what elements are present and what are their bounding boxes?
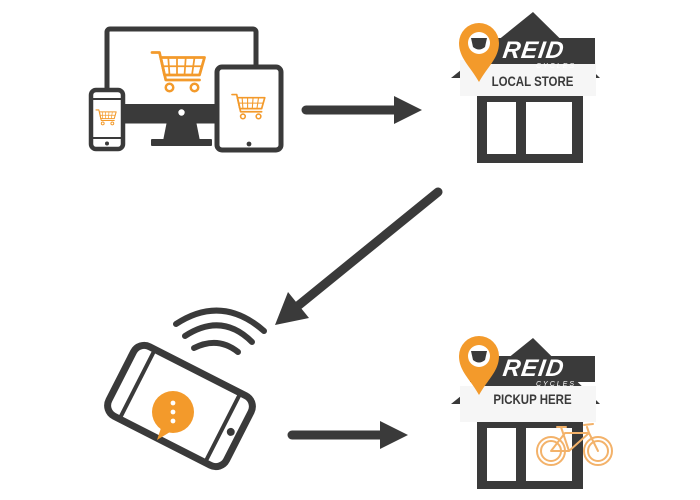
phone-notification-icon [104, 307, 267, 471]
brand-logo-subtext: CYCLES [536, 63, 577, 70]
smartphone-icon [88, 87, 126, 152]
chat-bubble-icon [152, 391, 194, 440]
brand-logo-text: REID [501, 355, 567, 382]
tablet-icon [214, 64, 284, 153]
arrow-down-left-icon [275, 187, 443, 325]
map-pin-icon [459, 336, 499, 395]
storefront-icon [451, 12, 600, 163]
store-label-pickup: PICKUP HERE [493, 391, 572, 407]
wireless-signal-icon [173, 307, 267, 355]
map-pin-icon [459, 23, 499, 82]
bicycle-icon [536, 423, 613, 466]
brand-logo-text: REID [501, 37, 567, 64]
arrow-right-icon [287, 421, 408, 449]
arrow-right-icon [301, 96, 422, 124]
devices-shopping-cart-icon [88, 26, 284, 153]
brand-logo-subtext: CYCLES [536, 381, 577, 388]
storefront-bicycle-icon [451, 336, 613, 489]
store-label-local: LOCAL STORE [491, 73, 574, 89]
